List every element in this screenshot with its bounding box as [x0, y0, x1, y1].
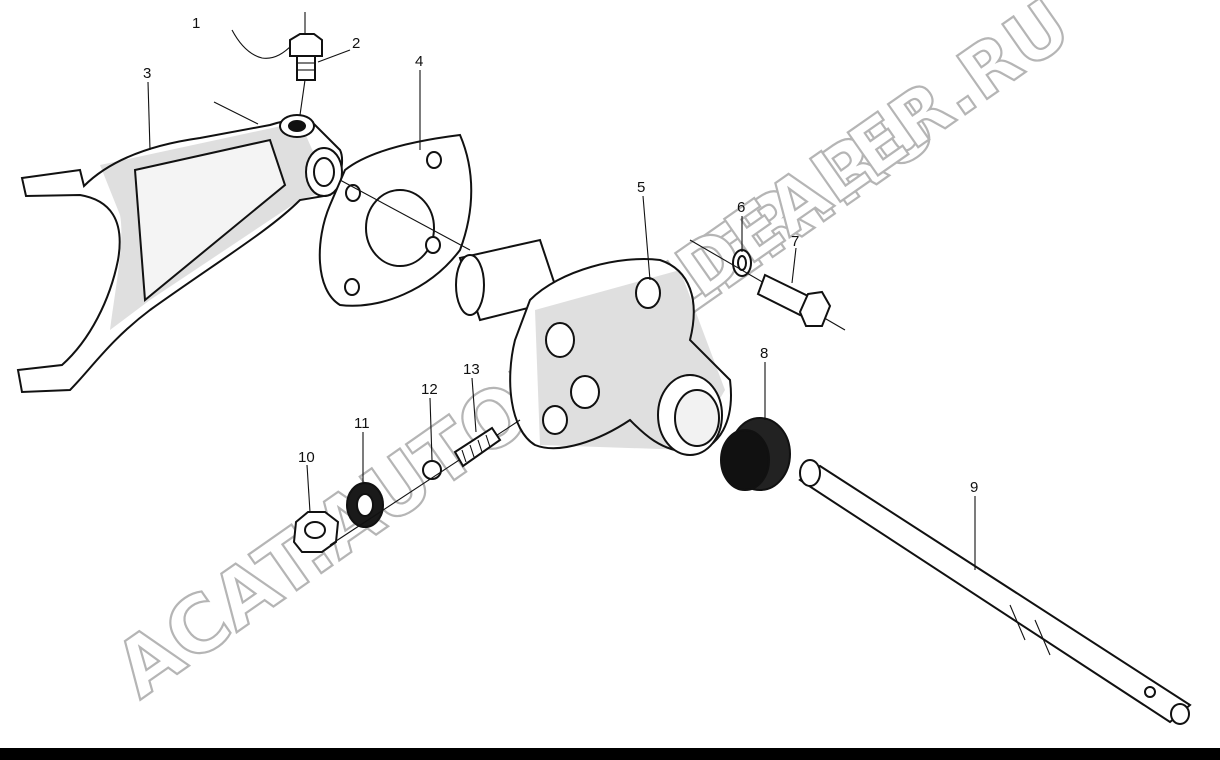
callout-7: 7 — [791, 233, 799, 250]
callout-11: 11 — [354, 415, 370, 432]
part-13-spring — [329, 419, 521, 546]
callout-5: 5 — [637, 179, 645, 196]
callout-6: 6 — [737, 199, 745, 216]
part-7-bolt — [689, 239, 846, 331]
watermark-secondary: DEALER.RU — [662, 0, 1085, 314]
part-2-screw — [289, 12, 323, 116]
part-4-gasket — [318, 133, 473, 307]
part-11-ring — [346, 482, 384, 528]
callout-1: 1 — [192, 15, 200, 32]
part-5-housing — [455, 238, 732, 456]
callout-13: 13 — [463, 361, 480, 378]
part-8-seal — [720, 417, 791, 491]
part-12-ball — [422, 460, 442, 480]
callout-3: 3 — [143, 65, 151, 82]
callout-4: 4 — [415, 53, 423, 70]
part-10-plug — [292, 511, 340, 553]
callout-8: 8 — [760, 345, 768, 362]
part-6-washer — [732, 249, 752, 277]
part-1-wire — [231, 29, 293, 59]
callout-10: 10 — [298, 449, 315, 466]
bottom-border-bar — [0, 748, 1220, 760]
callout-leaders — [147, 49, 976, 570]
callout-12: 12 — [421, 381, 438, 398]
part-3-shift-fork — [16, 101, 343, 394]
callout-labels: 1 2 3 4 5 6 7 8 9 10 11 12 13 — [143, 15, 978, 496]
callout-2: 2 — [352, 35, 360, 52]
callout-9: 9 — [970, 479, 978, 496]
part-9-shaft — [798, 459, 1192, 725]
